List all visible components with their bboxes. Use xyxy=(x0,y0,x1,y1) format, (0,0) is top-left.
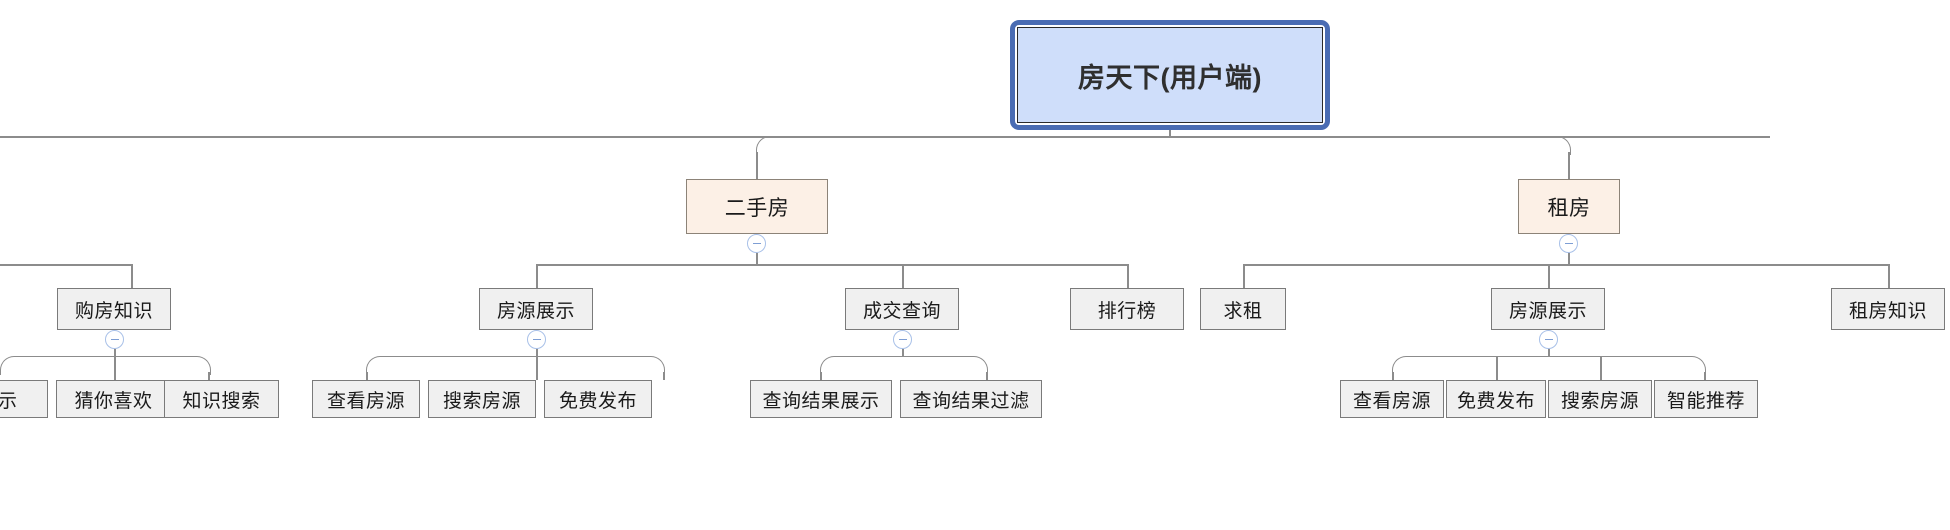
root-node[interactable]: 房天下(用户端) xyxy=(1017,27,1323,123)
connector-fangyuan-to-sousuo xyxy=(536,356,538,380)
connector-offscreen-bus xyxy=(0,264,131,266)
connector-elbow-zufang-zhineng xyxy=(1548,356,1706,375)
minus-icon xyxy=(898,338,907,341)
leaf-zufang-zhinengtuijian[interactable]: 智能推荐 xyxy=(1654,380,1758,418)
collapse-toggle-ershoufang-fangyuanzhanshi[interactable] xyxy=(527,330,546,349)
minus-icon xyxy=(1564,242,1573,245)
connector-zufang-bus xyxy=(1243,264,1889,266)
connector-zufang-leaf-a xyxy=(1392,372,1394,380)
leaf-label: 猜你喜欢 xyxy=(74,390,153,412)
leaf-label: 智能推荐 xyxy=(1666,390,1745,412)
node-label: 房源展示 xyxy=(496,300,575,322)
node-ershoufang-fangyuanzhanshi[interactable]: 房源展示 xyxy=(479,288,593,330)
connector-elbow-chaxunzhanshi xyxy=(820,356,904,375)
connector-stem-zufang xyxy=(1568,152,1570,179)
node-label: 求租 xyxy=(1223,300,1263,322)
leaf-zufang-sousuofangyuan[interactable]: 搜索房源 xyxy=(1548,380,1652,418)
connector-chengjiao-right-drop xyxy=(986,372,988,380)
branch-node-ershoufang[interactable]: 二手房 xyxy=(686,179,828,234)
minus-icon xyxy=(752,242,761,245)
connector-zufang-to-fangyuan xyxy=(1548,264,1550,288)
leaf-label: 查询结果展示 xyxy=(762,390,880,412)
connector-elbow-chakan xyxy=(366,356,538,375)
connector-ershoufang-drop xyxy=(756,253,758,265)
node-zufang-zufangzhishi[interactable]: 租房知识 xyxy=(1831,288,1945,330)
connector-zufang-drop xyxy=(1568,253,1570,265)
node-zufang-fangyuanzhanshi[interactable]: 房源展示 xyxy=(1491,288,1605,330)
minus-icon xyxy=(110,338,119,341)
leaf-label: 查询结果过滤 xyxy=(912,390,1030,412)
connector-elbow-chaxunguolv xyxy=(902,356,988,375)
connector-main-spine xyxy=(0,136,1770,138)
leaf-label: 搜索房源 xyxy=(1560,390,1639,412)
collapse-toggle-ershoufang-chengjiaochaxun[interactable] xyxy=(893,330,912,349)
connector-zufang-to-qiuzu xyxy=(1243,264,1245,288)
leaf-label: 知识搜索 xyxy=(182,390,261,412)
connector-chengjiao-drop xyxy=(902,349,904,357)
node-label: 房源展示 xyxy=(1508,300,1587,322)
connector-ershoufang-to-fangyuan xyxy=(536,264,538,288)
node-zufang-qiuzu[interactable]: 求租 xyxy=(1200,288,1286,330)
connector-elbow-zufang-chakan xyxy=(1392,356,1550,375)
leaf-offscreen-cainixihuan[interactable]: 猜你喜欢 xyxy=(56,380,171,418)
leaf-label: 查看房源 xyxy=(326,390,405,412)
node-label: 租房知识 xyxy=(1848,300,1927,322)
connector-goufangzhishi-drop xyxy=(114,349,116,357)
connector-zufang-fangyuan-drop xyxy=(1548,349,1550,357)
leaf-ershoufang-sousuofangyuan[interactable]: 搜索房源 xyxy=(428,380,536,418)
node-label: 购房知识 xyxy=(74,300,153,322)
connector-fangyuan-mid-right xyxy=(663,372,665,380)
node-ershoufang-paihangbang[interactable]: 排行榜 xyxy=(1070,288,1184,330)
leaf-offscreen-zhishisousuo[interactable]: 知识搜索 xyxy=(164,380,279,418)
connector-ershoufang-to-chengjiao xyxy=(902,264,904,288)
connector-elbow-offscreen-left xyxy=(0,356,116,375)
branch-node-label: 租房 xyxy=(1547,196,1591,220)
connector-chengjiao-left-drop xyxy=(820,372,822,380)
connector-ershoufang-bus xyxy=(536,264,1128,266)
connector-stem-ershoufang xyxy=(756,152,758,179)
root-selection-outline xyxy=(1010,20,1330,130)
leaf-label: 查看房源 xyxy=(1352,390,1431,412)
leaf-label: 免费发布 xyxy=(1456,390,1535,412)
leaf-label: 免费发布 xyxy=(558,390,637,412)
connector-offscreen-leaf-mid xyxy=(114,356,116,380)
connector-zufang-leaf-b xyxy=(1496,356,1498,380)
connector-zufang-leaf-d xyxy=(1704,372,1706,380)
leaf-ershoufang-chaxunjieguozhanshi[interactable]: 查询结果展示 xyxy=(750,380,892,418)
leaf-zufang-chakanfangyuan[interactable]: 查看房源 xyxy=(1340,380,1444,418)
connector-fangyuan-mid-left xyxy=(366,372,368,380)
minus-icon xyxy=(532,338,541,341)
connector-root-stem xyxy=(1169,130,1171,137)
minus-icon xyxy=(1544,338,1553,341)
branch-node-label: 二手房 xyxy=(724,196,790,220)
node-ershoufang-chengjiaochaxun[interactable]: 成交查询 xyxy=(845,288,959,330)
connector-offscreen-to-goufangzhishi xyxy=(131,264,133,288)
connector-elbow-zhishisousuo xyxy=(114,356,211,375)
leaf-zufang-mianfeifabu[interactable]: 免费发布 xyxy=(1446,380,1546,418)
leaf-label: 展示 xyxy=(0,390,18,412)
branch-node-zufang[interactable]: 租房 xyxy=(1518,179,1620,234)
collapse-toggle-zufang[interactable] xyxy=(1559,234,1578,253)
collapse-toggle-goufangzhishi[interactable] xyxy=(105,330,124,349)
connector-fangyuan-drop xyxy=(536,349,538,357)
collapse-toggle-zufang-fangyuanzhanshi[interactable] xyxy=(1539,330,1558,349)
connector-offscreen-leaf-right xyxy=(208,372,210,380)
leaf-ershoufang-chakanfangyuan[interactable]: 查看房源 xyxy=(312,380,420,418)
connector-ershoufang-to-paihang xyxy=(1127,264,1129,288)
collapse-toggle-ershoufang[interactable] xyxy=(747,234,766,253)
node-goufangzhishi[interactable]: 购房知识 xyxy=(57,288,171,330)
connector-elbow-ershoufang xyxy=(756,136,775,155)
connector-elbow-mianfei xyxy=(536,356,665,375)
node-label: 成交查询 xyxy=(862,300,941,322)
node-label: 排行榜 xyxy=(1097,300,1157,322)
root-node-label: 房天下(用户端) xyxy=(1078,62,1262,93)
connector-zufang-leaf-c xyxy=(1600,356,1602,380)
connector-elbow-zufang xyxy=(1552,136,1571,155)
leaf-ershoufang-chaxunjieguoguolv[interactable]: 查询结果过滤 xyxy=(900,380,1042,418)
leaf-ershoufang-mianfeifabu[interactable]: 免费发布 xyxy=(544,380,652,418)
leaf-label: 搜索房源 xyxy=(442,390,521,412)
connector-zufang-to-zhishi xyxy=(1888,264,1890,288)
leaf-offscreen-zhanshi[interactable]: 展示 xyxy=(0,380,48,418)
